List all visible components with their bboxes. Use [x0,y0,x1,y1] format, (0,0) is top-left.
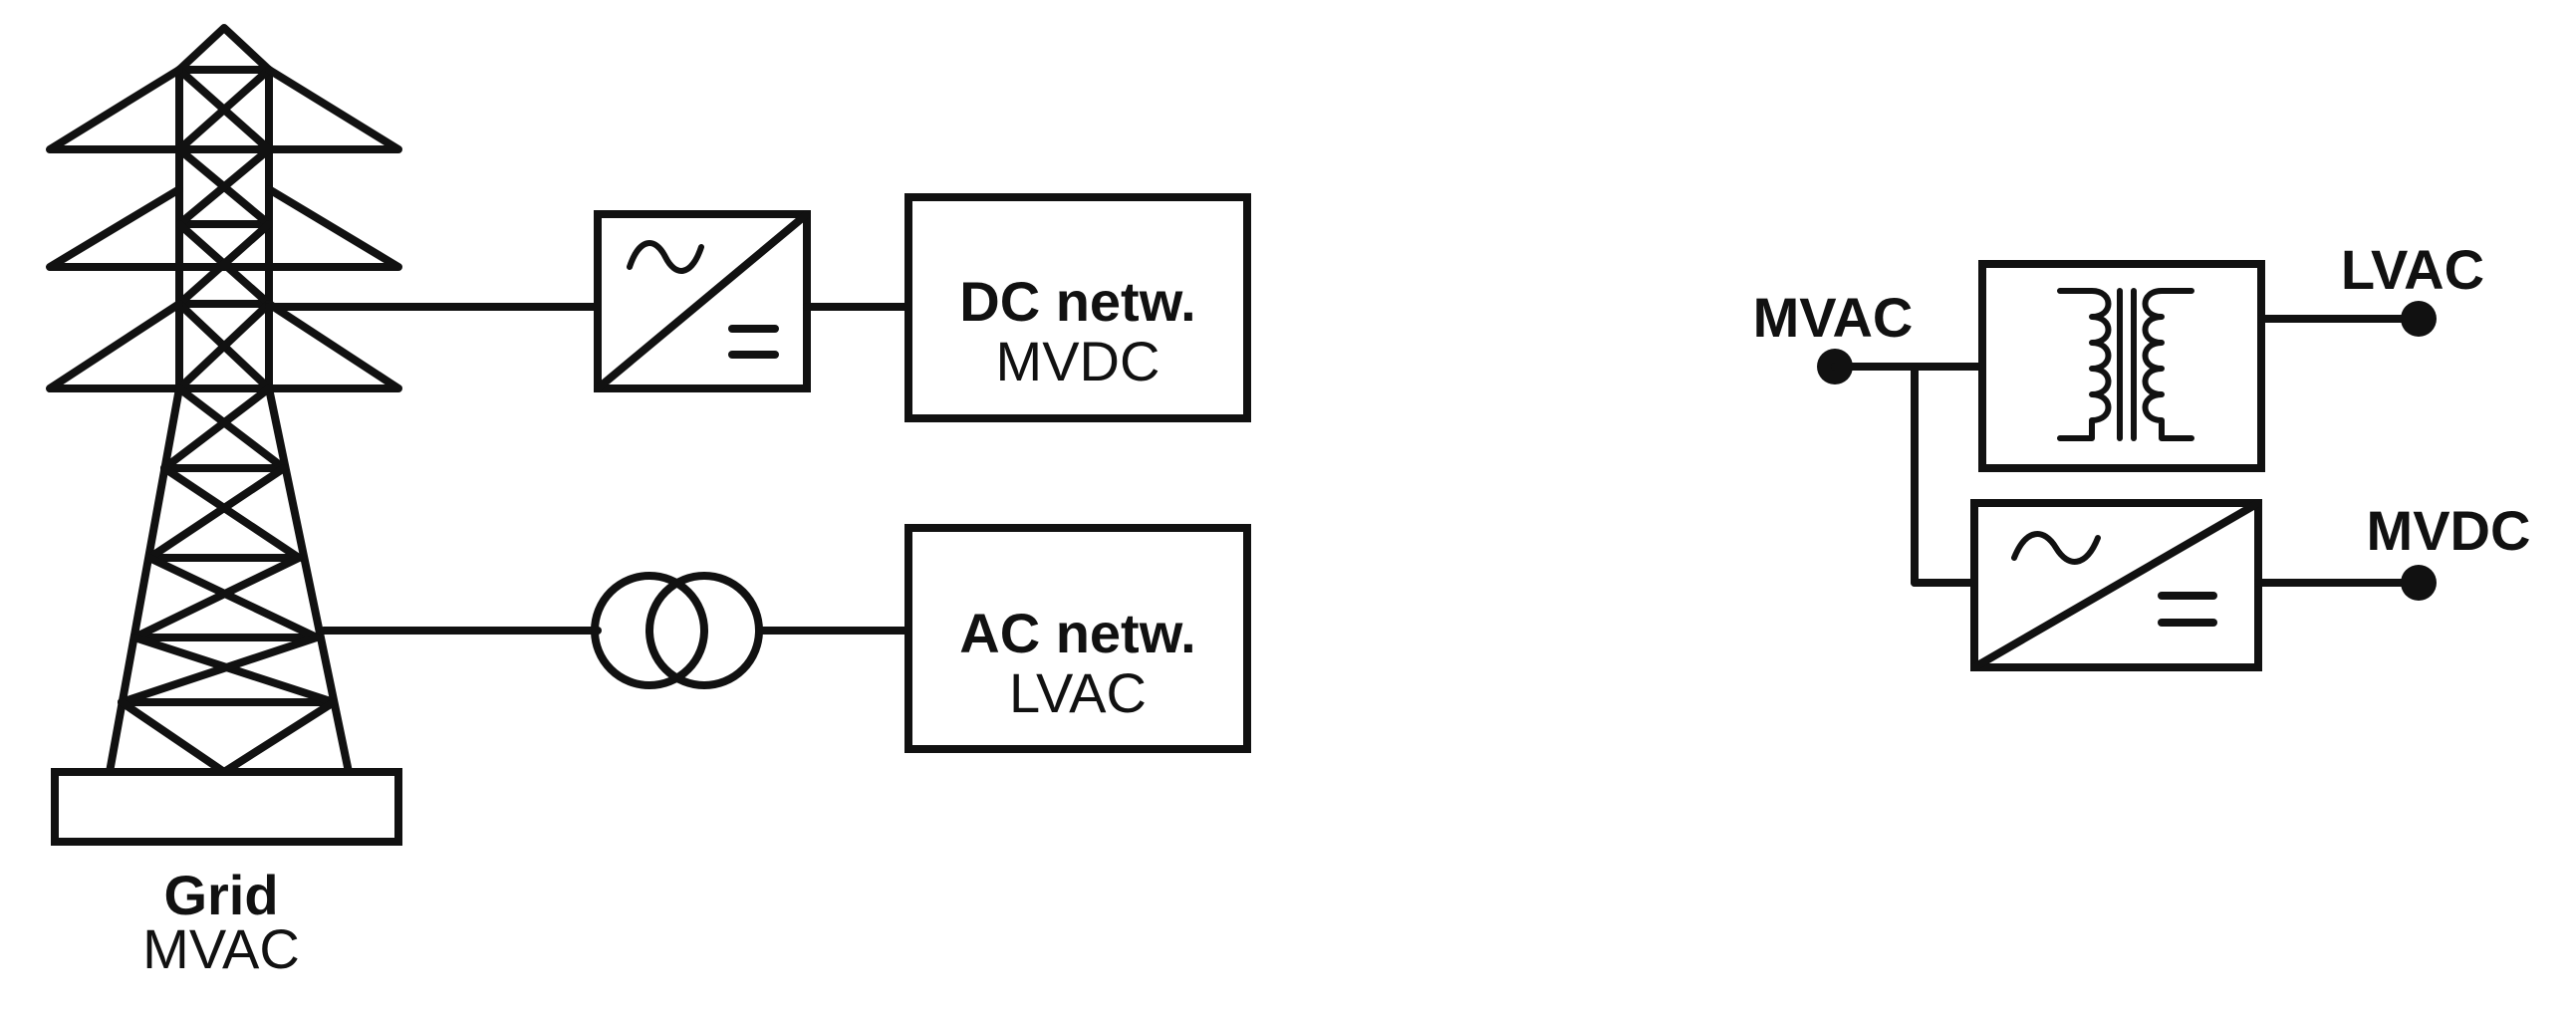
dc-network-title: DC netw. [959,270,1195,333]
transformer-winding-icon [2057,288,2194,441]
ac-network-box [904,524,1251,753]
right-output-bottom-label: MVDC [2367,499,2531,562]
grid-title: Grid [163,864,278,926]
grid-subtitle: MVAC [142,917,300,980]
ac-network-subtitle: LVAC [1009,661,1147,724]
dc-network-subtitle: MVDC [996,330,1160,392]
dc-network-box [904,193,1251,422]
tower-base [51,768,402,846]
ac-dc-converter-icon [1970,499,2262,671]
lvac-terminal [2401,301,2437,337]
right-input-label: MVAC [1753,286,1914,349]
right-output-top-label: LVAC [2341,238,2484,301]
transmission-tower-icon [46,24,402,776]
ac-dc-converter-icon [594,210,811,392]
ac-network-title: AC netw. [959,602,1195,664]
transformer-icon [591,572,763,689]
mvdc-terminal [2401,565,2437,601]
